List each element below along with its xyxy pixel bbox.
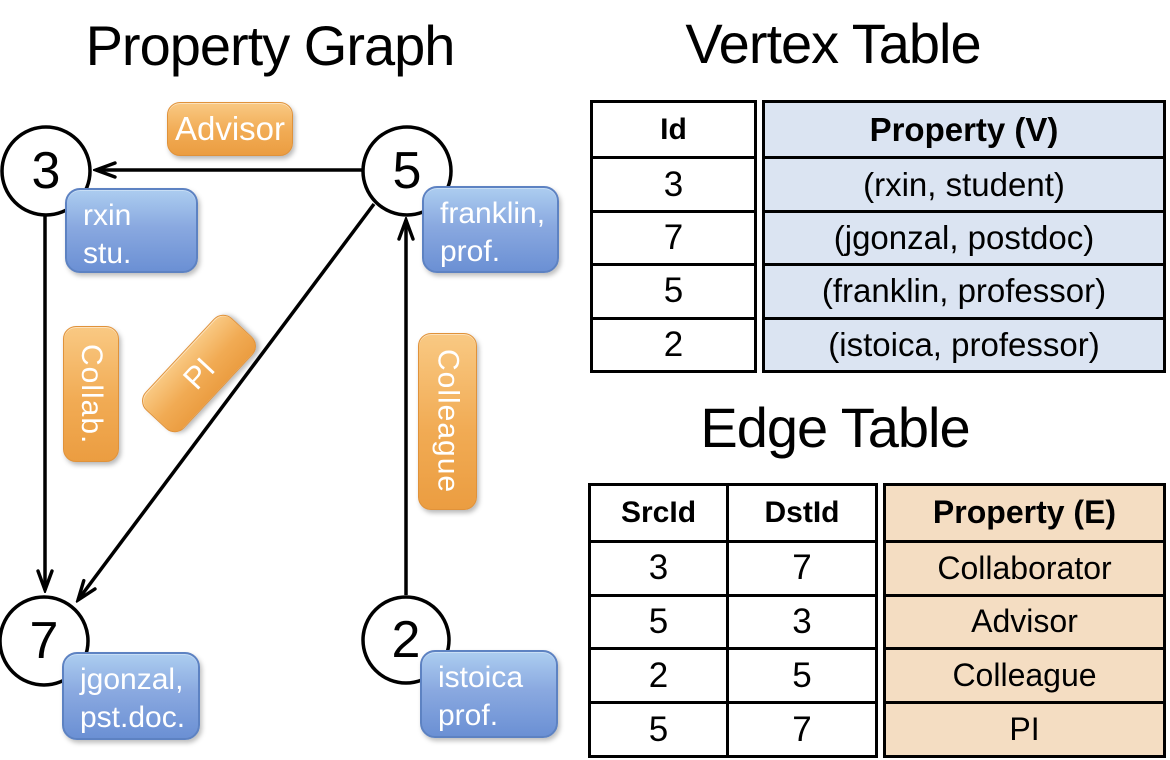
- edge-table-property-column: Property (E) Collaborator Advisor Collea…: [883, 483, 1166, 758]
- property-graph-title: Property Graph: [85, 14, 456, 77]
- vertex-id-cell: 2: [663, 324, 684, 364]
- table-row: 2 5: [591, 647, 875, 702]
- edge-dst-cell: 3: [726, 596, 875, 648]
- vertex-label-jgonzal-line1: jgonzal,: [80, 663, 184, 696]
- table-row: 2: [593, 316, 754, 370]
- edge-property-cell: Colleague: [952, 657, 1097, 694]
- edge-property-cell: Advisor: [971, 603, 1078, 640]
- vertex-table-id-header: Id: [660, 112, 687, 146]
- table-row: (franklin, professor): [765, 263, 1163, 316]
- vertex-label-franklin-line1: franklin,: [440, 197, 546, 230]
- vertex-table-id-column: Id 3 7 5 2: [590, 100, 757, 373]
- edge-dst-cell: 5: [726, 650, 875, 702]
- edge-label-colleague: Colleague: [418, 333, 477, 510]
- vertex-table-property-header: Property (V): [869, 110, 1059, 148]
- edge-pi-5-to-7: [78, 202, 376, 600]
- edge-src-cell: 3: [648, 548, 669, 588]
- vertex-label-istoica: istoica prof.: [420, 650, 558, 738]
- table-row: PI: [886, 701, 1163, 755]
- table-row: 3: [593, 156, 754, 209]
- edge-src-cell: 5: [648, 601, 669, 641]
- node-2-id: 2: [391, 611, 421, 669]
- edge-property-cell: PI: [1009, 711, 1040, 748]
- vertex-label-rxin-line2: stu.: [83, 237, 132, 270]
- vertex-table-title: Vertex Table: [685, 12, 981, 75]
- vertex-id-cell: 5: [663, 271, 684, 311]
- table-row: 7: [593, 209, 754, 263]
- table-row: (istoica, professor): [765, 316, 1163, 370]
- vertex-property-cell: (rxin, student): [863, 165, 1065, 203]
- edge-table-title: Edge Table: [700, 396, 970, 459]
- edge-src-cell: 2: [648, 655, 669, 695]
- edge-label-advisor-text: Advisor: [174, 110, 286, 147]
- edge-table-srcid-header: SrcId: [620, 495, 697, 529]
- table-row: 3 7: [591, 539, 875, 594]
- node-5-id: 5: [392, 142, 422, 200]
- vertex-label-rxin: rxin stu.: [65, 188, 198, 273]
- table-row: Colleague: [886, 647, 1163, 701]
- edge-dst-cell: 7: [726, 542, 875, 594]
- edge-src-cell: 5: [648, 709, 669, 749]
- vertex-id-cell: 7: [663, 217, 684, 257]
- node-7-id: 7: [29, 612, 59, 670]
- vertex-label-jgonzal: jgonzal, pst.doc.: [62, 652, 200, 740]
- edge-table-dstid-header: DstId: [726, 486, 875, 540]
- edge-label-collab: Collab.: [63, 326, 119, 462]
- vertex-property-cell: (istoica, professor): [828, 325, 1100, 363]
- table-row: Collaborator: [886, 539, 1163, 594]
- edge-label-pi-text: PI: [175, 350, 222, 396]
- edge-label-advisor: Advisor: [167, 102, 293, 156]
- vertex-property-cell: (franklin, professor): [821, 272, 1107, 310]
- vertex-label-istoica-line1: istoica: [438, 661, 524, 694]
- vertex-id-cell: 3: [663, 164, 684, 204]
- vertex-label-istoica-line2: prof.: [438, 699, 499, 732]
- table-row: 5: [593, 263, 754, 316]
- edge-dst-cell: 7: [726, 704, 875, 755]
- edge-table-src-dst-columns: SrcId DstId 3 7 5 3 2 5 5 7: [588, 483, 878, 758]
- vertex-label-rxin-line1: rxin: [83, 199, 132, 232]
- edge-label-collab-text: Collab.: [75, 343, 108, 445]
- vertex-property-cell: (jgonzal, postdoc): [833, 218, 1095, 256]
- table-row: (rxin, student): [765, 156, 1163, 209]
- vertex-table-property-column: Property (V) (rxin, student) (jgonzal, p…: [762, 100, 1166, 373]
- table-row: Advisor: [886, 593, 1163, 648]
- table-row: 5 3: [591, 593, 875, 648]
- table-row: 5 7: [591, 701, 875, 755]
- vertex-label-franklin: franklin, prof.: [422, 186, 559, 273]
- table-row: (jgonzal, postdoc): [765, 209, 1163, 263]
- vertex-label-jgonzal-line2: pst.doc.: [80, 701, 186, 734]
- edge-property-cell: Collaborator: [937, 549, 1112, 586]
- vertex-label-franklin-line2: prof.: [440, 235, 501, 268]
- edge-label-colleague-text: Colleague: [431, 349, 465, 494]
- node-3-id: 3: [31, 142, 61, 200]
- edge-table-property-header: Property (E): [932, 494, 1117, 531]
